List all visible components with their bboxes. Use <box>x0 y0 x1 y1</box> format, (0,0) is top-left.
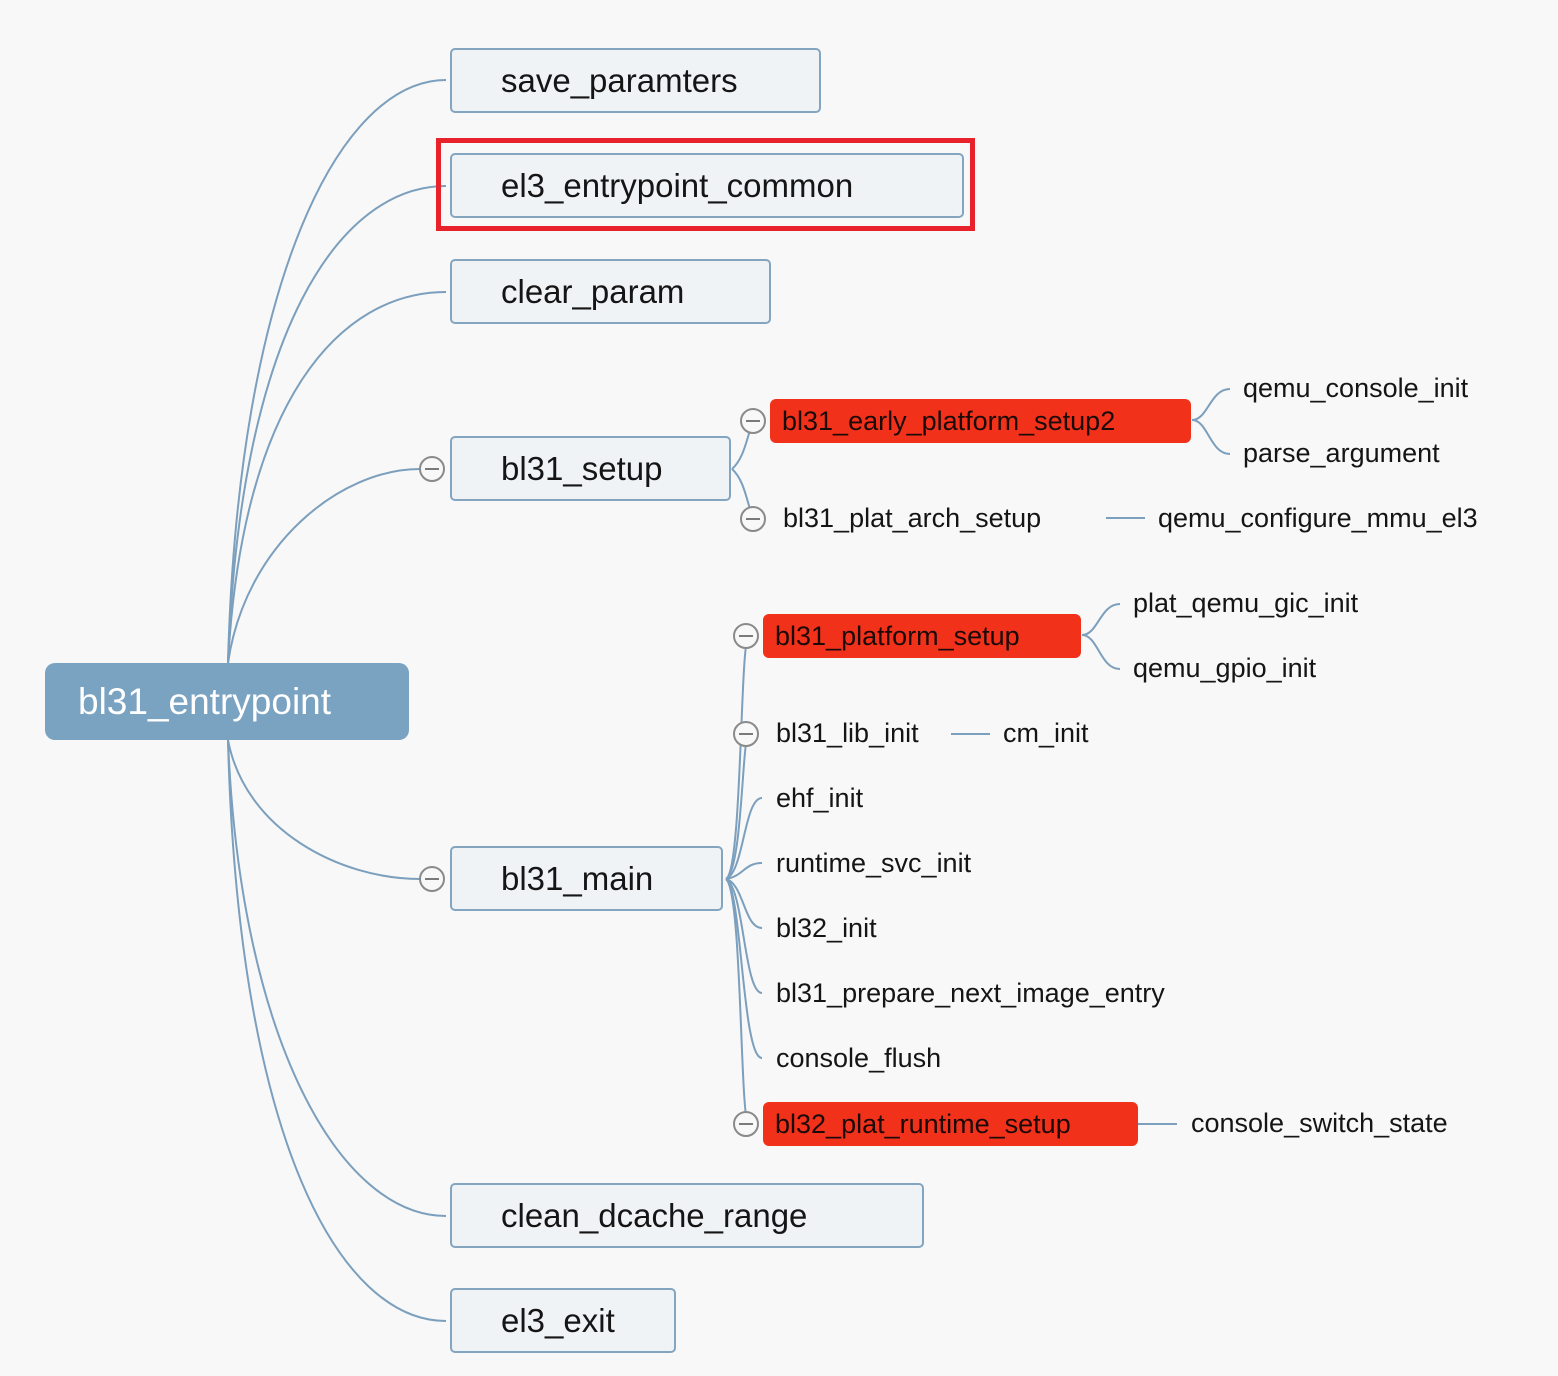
node-bl31-platform-setup[interactable]: bl31_platform_setup <box>763 614 1081 658</box>
collapse-toggle-plat-runtime-setup[interactable] <box>733 1111 759 1137</box>
edge-save-paramters <box>227 79 447 664</box>
node-bl31-lib-init[interactable]: bl31_lib_init <box>776 718 919 748</box>
edge-el3-entrypoint-common <box>227 185 447 664</box>
node-ehf-init[interactable]: ehf_init <box>776 783 864 813</box>
edge-parse-argument <box>1191 419 1231 455</box>
edge-qemu-gpio-init <box>1081 634 1121 670</box>
node-el3-exit[interactable]: el3_exit <box>450 1288 676 1353</box>
edge-bl31-main <box>227 739 421 880</box>
collapse-toggle-early-platform-setup2[interactable] <box>740 408 766 434</box>
root-node-bl31-entrypoint[interactable]: bl31_entrypoint <box>45 663 409 740</box>
edge-plat-qemu-gic-init <box>1081 603 1121 636</box>
node-bl31-early-platform-setup2[interactable]: bl31_early_platform_setup2 <box>770 399 1191 443</box>
node-plat-qemu-gic-init[interactable]: plat_qemu_gic_init <box>1133 588 1359 618</box>
edge-bl31-setup <box>227 468 421 664</box>
node-console-flush[interactable]: console_flush <box>776 1043 942 1073</box>
node-bl31-setup[interactable]: bl31_setup <box>450 436 731 501</box>
node-parse-argument[interactable]: parse_argument <box>1243 438 1440 468</box>
node-save-paramters[interactable]: save_paramters <box>450 48 821 113</box>
node-qemu-configure-mmu-el3[interactable]: qemu_configure_mmu_el3 <box>1158 503 1478 533</box>
edge-platform-setup <box>725 636 749 880</box>
edge-ehf-init <box>725 797 763 880</box>
collapse-toggle-bl31-main[interactable] <box>419 866 445 892</box>
edge-prepare-next-image-entry <box>725 878 763 994</box>
node-clear-param[interactable]: clear_param <box>450 259 771 324</box>
node-console-switch-state[interactable]: console_switch_state <box>1191 1108 1448 1138</box>
node-qemu-gpio-init[interactable]: qemu_gpio_init <box>1133 653 1317 683</box>
node-bl31-prepare-next-image-entry[interactable]: bl31_prepare_next_image_entry <box>776 978 1165 1008</box>
node-bl31-plat-arch-setup[interactable]: bl31_plat_arch_setup <box>783 503 1042 533</box>
edge-el3-exit <box>227 739 447 1322</box>
node-el3-entrypoint-common[interactable]: el3_entrypoint_common <box>450 153 964 218</box>
collapse-toggle-plat-arch-setup[interactable] <box>740 506 766 532</box>
edge-bl32-init <box>725 878 763 929</box>
collapse-toggle-lib-init[interactable] <box>733 721 759 747</box>
node-bl31-main[interactable]: bl31_main <box>450 846 723 911</box>
collapse-toggle-platform-setup[interactable] <box>733 623 759 649</box>
edge-clean-dcache-range <box>227 739 447 1217</box>
edge-plat-runtime-setup <box>725 878 749 1125</box>
node-cm-init[interactable]: cm_init <box>1003 718 1089 748</box>
edge-runtime-svc-init <box>725 862 763 880</box>
edge-clear-param <box>227 291 447 664</box>
collapse-toggle-bl31-setup[interactable] <box>419 456 445 482</box>
node-bl32-init[interactable]: bl32_init <box>776 913 877 943</box>
node-clean-dcache-range[interactable]: clean_dcache_range <box>450 1183 924 1248</box>
node-runtime-svc-init[interactable]: runtime_svc_init <box>776 848 972 878</box>
edge-qemu-console-init <box>1191 388 1231 421</box>
node-qemu-console-init[interactable]: qemu_console_init <box>1243 373 1469 403</box>
node-bl32-plat-runtime-setup[interactable]: bl32_plat_runtime_setup <box>763 1102 1138 1146</box>
